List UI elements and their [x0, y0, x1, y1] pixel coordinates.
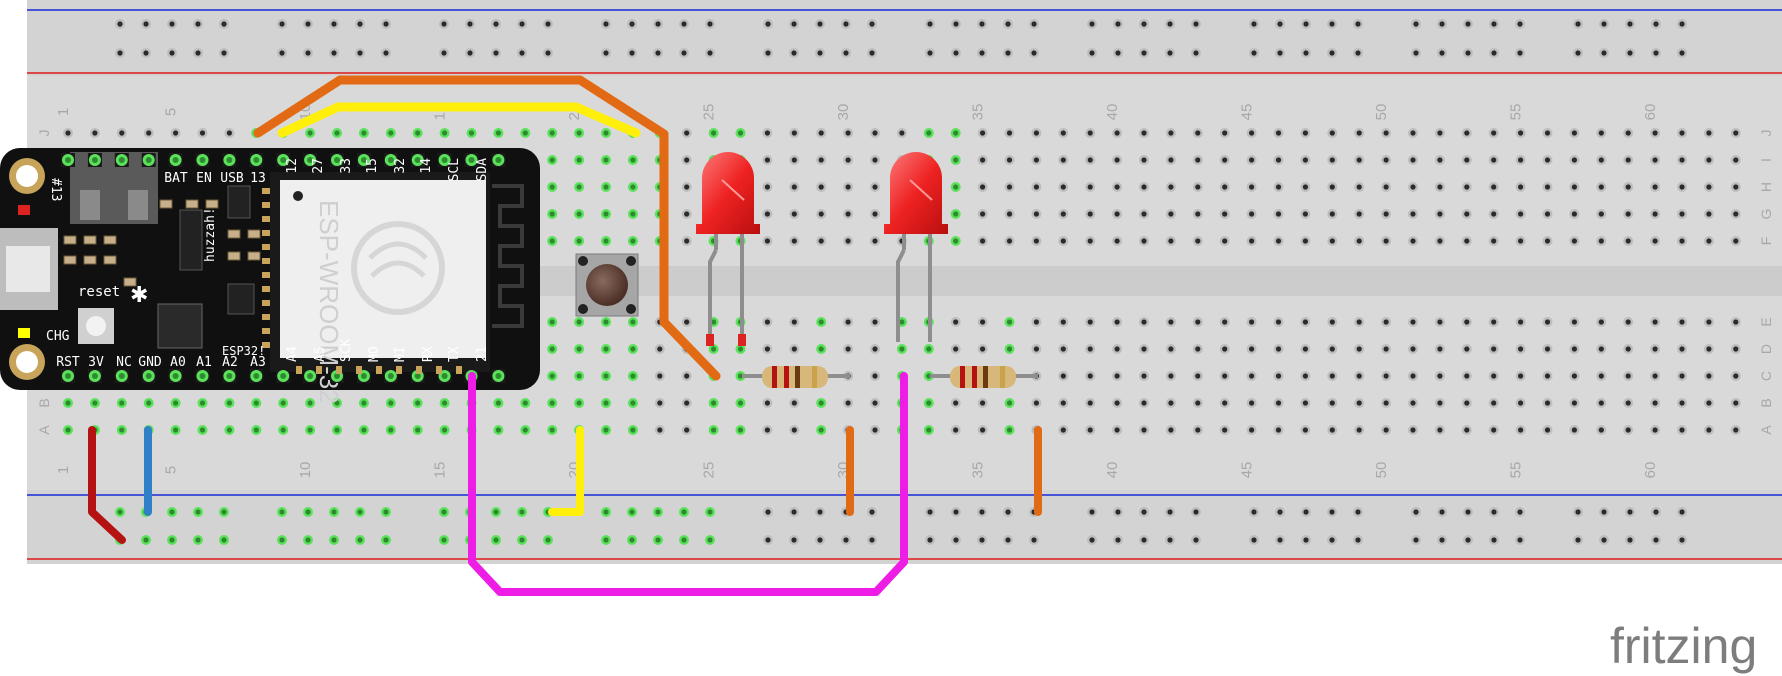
fritzing-watermark: fritzing: [1610, 618, 1757, 674]
silk-label: EN: [196, 171, 212, 186]
row-labels: J J I H G F E D C B B A A: [36, 130, 1774, 435]
row-label: B: [1758, 398, 1774, 407]
silk-label: A2: [222, 355, 238, 370]
antenna-trace: [492, 184, 524, 328]
silk-label: 13: [250, 171, 266, 186]
silk-label: A0: [170, 355, 186, 370]
silk-reset: reset: [78, 284, 120, 300]
silk-chg: CHG: [46, 329, 70, 344]
column-number: 55: [1508, 462, 1525, 479]
silk-label: BAT: [164, 171, 188, 186]
silk-label: RX: [421, 346, 436, 362]
column-number: 40: [1104, 104, 1121, 121]
column-number: 10: [297, 462, 314, 479]
column-number: 60: [1642, 104, 1659, 121]
column-number: 1: [55, 466, 72, 474]
silkscreen-bottom-labels: RST 3V NC GND A0 A1 A2 A3 A4 A5 SCK MO MI RX TX 21: [56, 338, 490, 370]
silk-label: A1: [196, 355, 212, 370]
silk-label: A3: [250, 355, 266, 370]
usb-chip: [157, 303, 203, 349]
row-label: J: [36, 130, 52, 137]
silk-esp32: ESP32!: [222, 344, 265, 358]
row-label: D: [1758, 344, 1774, 354]
row-label: B: [36, 398, 52, 407]
wire-orange-top: [253, 75, 721, 381]
row-label: H: [1758, 182, 1774, 192]
row-label: A: [36, 425, 52, 435]
resistor-2: [930, 366, 1038, 388]
row-label: C: [1758, 371, 1774, 381]
silk-label: USB: [220, 171, 244, 186]
column-number: 40: [1104, 462, 1121, 479]
silk-label: A4: [285, 346, 300, 362]
column-number: 50: [1373, 104, 1390, 121]
wire-yellow-button: [548, 426, 584, 516]
silk-label: SCK: [339, 338, 354, 362]
led-1: [696, 152, 760, 346]
silk-label: 32: [393, 158, 408, 174]
silk-13-led: #13: [48, 178, 63, 201]
silk-label: 12: [285, 158, 300, 174]
top-power-rail: [27, 0, 1782, 76]
silk-label: GND: [138, 355, 162, 370]
column-number: 60: [1642, 462, 1659, 479]
wires: [88, 75, 1042, 596]
column-number: 1: [55, 108, 72, 116]
row-label: A: [1758, 425, 1774, 435]
column-number: 45: [1239, 104, 1256, 121]
silk-label: 14: [419, 158, 434, 174]
silk-label: 3V: [88, 355, 104, 370]
row-label: J: [1758, 130, 1774, 137]
silk-label: 33: [339, 158, 354, 174]
column-number: 5: [163, 466, 180, 474]
column-number: 25: [701, 104, 718, 121]
silk-label: NC: [116, 355, 132, 370]
row-label: I: [1758, 158, 1774, 162]
silk-label: 27: [311, 158, 326, 174]
column-number: 5: [163, 108, 180, 116]
column-number: 55: [1508, 104, 1525, 121]
chg-led: [18, 328, 30, 338]
row-label: E: [1758, 317, 1774, 326]
wire-yellow-top: [277, 102, 641, 138]
column-number: 15: [432, 462, 449, 479]
column-number: 50: [1373, 462, 1390, 479]
silk-label: 21: [475, 346, 490, 362]
column-number: 35: [970, 104, 987, 121]
resistor-1: [742, 366, 850, 388]
silk-label: SDA: [475, 158, 490, 182]
wire-magenta: [468, 372, 908, 596]
column-number: 35: [970, 462, 987, 479]
silk-label: MI: [393, 346, 408, 362]
red-led-13: [18, 205, 30, 215]
silk-huzzah: huzzah!: [203, 207, 218, 262]
push-button: [575, 253, 639, 317]
silk-label: 15: [365, 158, 380, 174]
wire-red-3v: [88, 426, 126, 544]
led-2: [884, 152, 948, 342]
silk-label: MO: [367, 346, 382, 362]
row-label: F: [1758, 237, 1774, 246]
silk-label: SCL: [447, 158, 462, 182]
column-number: 45: [1239, 462, 1256, 479]
row-label: G: [1758, 209, 1774, 220]
espressif-logo: [351, 221, 445, 315]
column-number: 30: [835, 104, 852, 121]
silk-label: TX: [447, 346, 462, 362]
column-number: 25: [701, 462, 718, 479]
silkscreen-top-labels: BAT EN USB 13 12 27 33 15 32 14 SCL SDA: [164, 158, 490, 186]
adafruit-star-icon: ✱: [130, 283, 148, 308]
silk-label: A5: [313, 346, 328, 362]
silk-label: RST: [56, 355, 80, 370]
